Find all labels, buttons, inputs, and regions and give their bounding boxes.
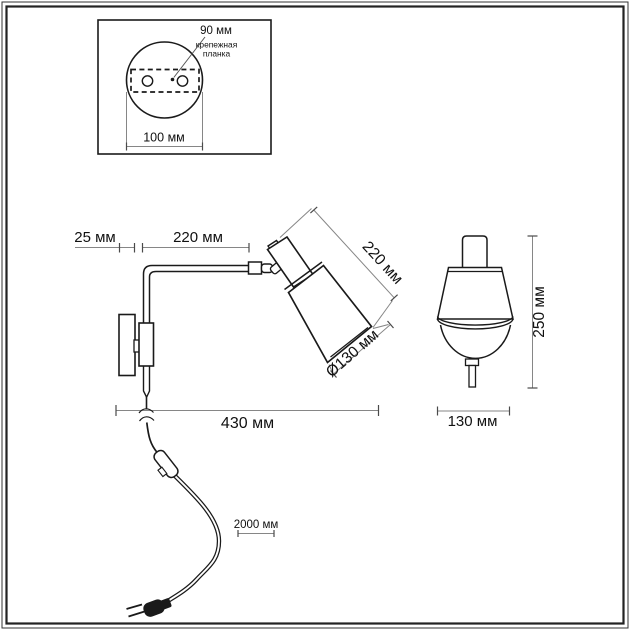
mount-base-circle xyxy=(125,41,204,119)
dim-250-label: 250 мм xyxy=(531,286,548,337)
cord xyxy=(126,408,222,618)
dim-220-arm: 220 мм xyxy=(141,229,250,253)
dim-220-shade-label: 220 мм xyxy=(359,238,406,287)
cord-break-icon xyxy=(138,408,154,414)
bracket-slider xyxy=(138,322,155,367)
lamp-head xyxy=(266,235,373,364)
screw-hole-left xyxy=(141,75,154,87)
shade-flange-line xyxy=(284,261,323,291)
dim-2000: 2000 мм xyxy=(234,519,279,537)
cord-upper xyxy=(145,422,158,453)
bracket-label-line1: крепежная xyxy=(196,40,238,50)
shade-rim-line xyxy=(330,326,369,358)
detail-view-box: 90 мм крепежная планка 100 мм xyxy=(97,19,272,155)
rim-arc-outer xyxy=(436,316,514,326)
dim-100-label: 100 мм xyxy=(143,131,185,145)
screw-hole-right xyxy=(176,75,189,87)
dim-130: 130 мм xyxy=(436,406,511,430)
dim-25-label: 25 мм xyxy=(74,229,115,246)
wall-plate xyxy=(118,313,136,377)
stem xyxy=(468,364,477,388)
dim-250: 250 мм xyxy=(527,235,548,389)
dim-130-label: 130 мм xyxy=(448,413,498,430)
plug-prong xyxy=(126,603,143,610)
bracket-label-line2: планка xyxy=(203,49,231,59)
socket-cylinder xyxy=(461,235,488,267)
switch xyxy=(153,449,179,479)
mounting-plate-dashed xyxy=(130,68,200,93)
main-view: 25 мм 220 мм xyxy=(74,206,406,618)
side-view: 250 мм 130 мм xyxy=(436,235,548,430)
leader-line-90 xyxy=(173,36,206,78)
dim-430-label: 430 мм xyxy=(221,415,274,432)
stem-collar xyxy=(464,358,480,367)
arm-coupler xyxy=(247,261,263,275)
arm xyxy=(142,261,274,323)
dim-100: 100 мм xyxy=(125,92,204,151)
cord-break-icon xyxy=(139,416,155,422)
dim-2000-label: 2000 мм xyxy=(234,519,279,531)
dim-430: 430 мм xyxy=(115,405,380,432)
plug-icon xyxy=(126,598,172,618)
center-point xyxy=(170,77,175,82)
diffuser-bowl xyxy=(439,324,512,360)
shade-cone xyxy=(287,264,373,364)
rim-arc-inner xyxy=(436,318,514,330)
lower-tube xyxy=(142,366,151,410)
plug-prong xyxy=(128,610,145,618)
dim-25: 25 мм xyxy=(74,229,136,253)
shade-side xyxy=(436,266,514,320)
dim-220-arm-label: 220 мм xyxy=(173,229,223,246)
dim-90-label: 90 мм xyxy=(200,25,232,37)
